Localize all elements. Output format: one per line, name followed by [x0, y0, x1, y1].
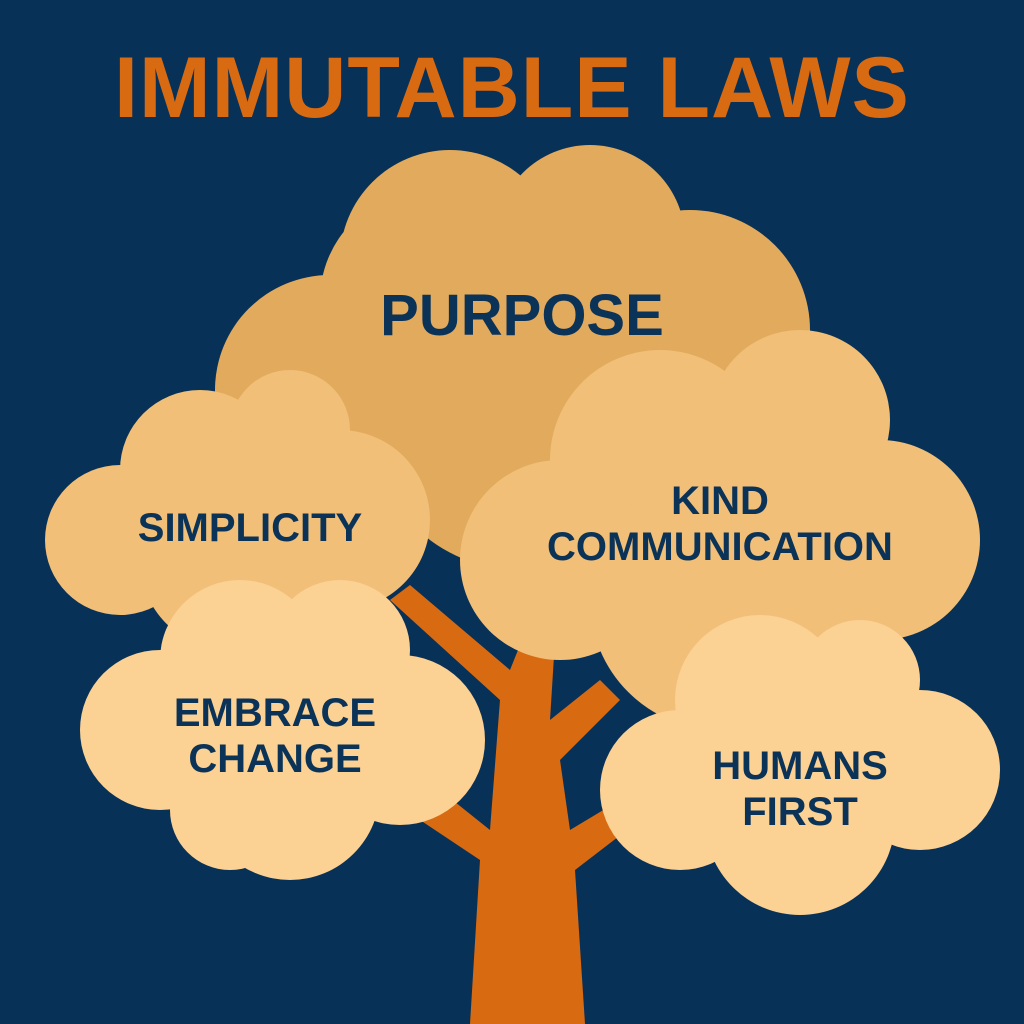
label-humans-first: HUMANS FIRST [712, 744, 888, 834]
label-purpose: PURPOSE [380, 283, 664, 348]
label-kind-communication: KIND COMMUNICATION [547, 479, 893, 569]
tree-trunk [390, 585, 640, 1024]
label-simplicity: SIMPLICITY [137, 506, 363, 550]
title: IMMUTABLE LAWS [114, 40, 910, 136]
label-embrace-change: EMBRACE CHANGE [173, 691, 377, 781]
cloud-humans-first [600, 615, 1000, 915]
cloud-embrace-change [80, 580, 485, 880]
